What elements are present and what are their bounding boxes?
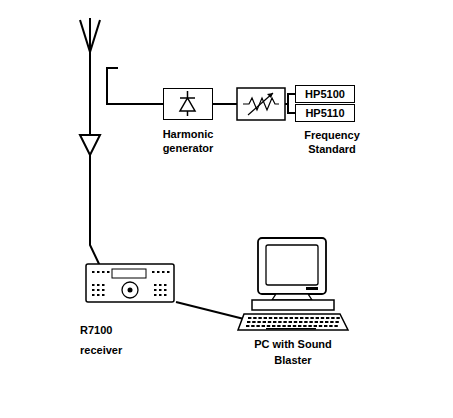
receiver-illustration — [84, 262, 178, 306]
node-label: Harmonic generator — [152, 127, 224, 155]
node-label: HP5100 — [305, 88, 345, 101]
harmonic-generator-box: Harmonic generator — [163, 88, 213, 120]
receiver-device: R7100 receiver — [84, 262, 178, 360]
group-label: Frequency Standard — [292, 128, 372, 156]
coupling-wire — [107, 68, 163, 104]
node-label: R7100 receiver — [80, 320, 140, 360]
attenuator-box — [237, 88, 285, 120]
preamp-symbol — [80, 135, 100, 155]
pc-device: PC with Sound Blaster — [236, 236, 350, 368]
antenna-symbol — [80, 18, 100, 135]
frequency-standard-box: HP5110 — [295, 104, 355, 122]
node-label: HP5110 — [305, 107, 344, 120]
diode-symbol — [164, 89, 211, 118]
antenna-feed-wire — [90, 155, 100, 266]
signal-wire — [176, 302, 248, 320]
node-label: PC with Sound Blaster — [232, 336, 354, 368]
frequency-standard-box: HP5100 — [295, 85, 355, 103]
pc-illustration — [236, 236, 350, 334]
